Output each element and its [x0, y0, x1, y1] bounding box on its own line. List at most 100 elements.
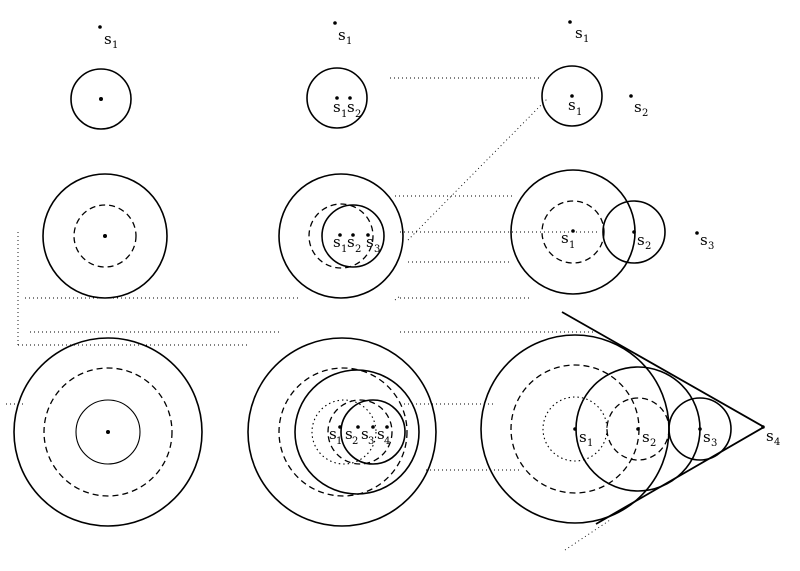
source-point [356, 425, 360, 429]
source-point [98, 25, 102, 29]
source-letter: s [575, 24, 583, 42]
source-point [366, 233, 370, 237]
source-letter: s [366, 233, 374, 251]
source-letter: s [700, 231, 708, 249]
source-index: 3 [374, 244, 380, 255]
source-point [632, 230, 636, 234]
source-index: 1 [569, 240, 575, 251]
source-letter: s [329, 425, 337, 443]
wavefront-circle [541, 65, 603, 127]
source-point [338, 425, 342, 429]
source-index: 3 [711, 438, 717, 449]
source-index: 2 [650, 438, 656, 449]
source-index: 2 [352, 436, 358, 447]
source-point [338, 233, 342, 237]
source-letter: s [637, 231, 645, 249]
wavefront-circle [42, 173, 168, 299]
source-index: 1 [341, 109, 347, 120]
source-letter: s [347, 233, 355, 251]
column-3: s 1 s 1 s 2 s 1 s 2 s 3 [480, 20, 780, 525]
source-point [106, 430, 110, 434]
wavefront-circle-dotted [542, 396, 608, 462]
source-label: s 1 [333, 21, 352, 47]
source-index: 1 [112, 40, 118, 51]
source-point [698, 427, 702, 431]
wavefront-circle-inner [75, 399, 141, 465]
source-point [573, 427, 577, 431]
source-letter: s [579, 428, 587, 446]
source-point [103, 234, 107, 238]
source-point [570, 94, 574, 98]
wavefront-circle [70, 68, 132, 130]
wavefront-circle-dotted [311, 399, 377, 465]
stage-3-waves [13, 337, 203, 527]
source-point [629, 94, 633, 98]
stage-2-waves: s 1 s 2 s 3 [278, 173, 404, 299]
source-index: 4 [774, 437, 780, 448]
source-letter: s [104, 30, 112, 48]
source-label: s 1 [568, 20, 589, 45]
source-letter: s [703, 428, 711, 446]
stage-2-waves [42, 173, 168, 299]
wavefront-circle-dashed [43, 367, 173, 497]
source-point [371, 425, 375, 429]
source-point [333, 21, 337, 25]
wavefront-circle [306, 67, 368, 129]
wavefront-circle-small [340, 399, 406, 465]
wavefront-circle-secondary [294, 369, 420, 495]
source-letter: s [333, 98, 341, 116]
stage-1-waves: s 1 s 2 [306, 67, 368, 129]
source-index: 2 [355, 109, 361, 120]
source-letter: s [338, 26, 346, 44]
source-point [351, 233, 355, 237]
source-index: 2 [645, 241, 651, 252]
stage-3-waves: s 1 s 2 s 3 s 4 [480, 311, 780, 525]
wavefront-circle-dashed [278, 367, 408, 497]
wavefront-circle [247, 337, 437, 527]
source-letter: s [361, 425, 369, 443]
source-index: 1 [587, 438, 593, 449]
tangent-line-upper [561, 311, 765, 428]
source-index: 1 [341, 244, 347, 255]
wavefront-circle-dashed-small [327, 399, 393, 465]
source-index: 1 [576, 107, 582, 118]
source-letter: s [345, 425, 353, 443]
tangent-line-lower [595, 426, 765, 525]
source-index: 3 [708, 241, 714, 252]
stage-2-waves: s 1 s 2 s 3 [510, 169, 714, 295]
source-point [335, 96, 339, 100]
source-letter: s [568, 96, 576, 114]
source-index: 4 [384, 436, 390, 447]
wavefront-circle [13, 337, 203, 527]
source-letter: s [333, 233, 341, 251]
stage-1-waves: s 1 s 2 [541, 65, 648, 127]
source-label: s 1 [98, 25, 118, 51]
wavefront-circle-small [668, 397, 732, 461]
source-point [636, 427, 640, 431]
source-letter: s [377, 425, 385, 443]
source-index: 3 [368, 436, 374, 447]
source-index: 2 [642, 108, 648, 119]
source-letter: s [347, 98, 355, 116]
source-point [348, 96, 352, 100]
source-letter: s [766, 427, 774, 445]
wavefront-circle-dashed [541, 200, 605, 264]
source-point [571, 229, 575, 233]
source-point [761, 425, 765, 429]
source-letter: s [642, 428, 650, 446]
source-point [385, 425, 389, 429]
source-index: 1 [336, 436, 342, 447]
column-1: s 1 [13, 25, 203, 527]
source-index: 2 [355, 244, 361, 255]
stage-1-waves [70, 68, 132, 130]
construction-guides [6, 77, 611, 551]
source-index: 1 [583, 34, 589, 45]
wavefront-circle-secondary [321, 204, 385, 268]
source-point [695, 231, 699, 235]
wavefront-circle-dashed [308, 203, 374, 269]
stage-3-waves: s 1 s 2 s 3 s 4 [247, 337, 437, 527]
wavefront-circle-secondary [602, 200, 666, 264]
source-letter: s [634, 98, 642, 116]
wavefront-circle [278, 173, 404, 299]
